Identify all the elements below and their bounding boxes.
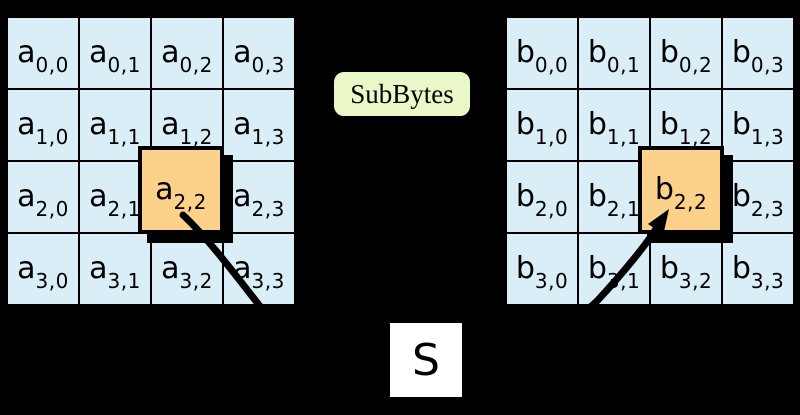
cell-subscript: 0,0: [534, 53, 569, 77]
cell-letter: b: [731, 251, 751, 286]
cell-letter: a: [17, 179, 36, 214]
subbytes-label: SubBytes: [332, 70, 472, 118]
cell-subscript: 3,1: [107, 269, 141, 293]
cell-letter: b: [731, 107, 751, 142]
subbytes-label-text: SubBytes: [350, 78, 454, 109]
cell-letter: a: [161, 35, 180, 70]
cell-subscript: 0,0: [35, 53, 69, 77]
cell-subscript: 1,3: [251, 125, 285, 149]
highlight-b-subscript: 2,2: [673, 190, 708, 214]
cell-letter: b: [587, 35, 607, 70]
cell-subscript: 3,2: [179, 269, 213, 293]
cell-letter: b: [659, 251, 679, 286]
cell-letter: b: [587, 179, 607, 214]
cell-subscript: 3,0: [35, 269, 69, 293]
cell-subscript: 3,2: [678, 269, 713, 293]
cell-letter: a: [17, 35, 36, 70]
cell-letter: b: [515, 179, 535, 214]
sbox: S: [390, 323, 462, 397]
cell-subscript: 2,0: [534, 197, 569, 221]
cell-letter: a: [89, 251, 108, 286]
cell-letter: b: [587, 251, 607, 286]
cell-letter: a: [89, 35, 108, 70]
cell-subscript: 0,3: [251, 53, 285, 77]
cell-subscript: 2,3: [251, 197, 285, 221]
cell-letter: a: [17, 107, 36, 142]
cell-letter: a: [233, 179, 252, 214]
cell-subscript: 0,1: [606, 53, 641, 77]
cell-letter: a: [17, 251, 36, 286]
cell-letter: a: [89, 107, 108, 142]
cell-letter: b: [731, 179, 751, 214]
highlight-a-letter: a: [155, 172, 174, 207]
cell-letter: b: [731, 35, 751, 70]
highlight-b-letter: b: [654, 172, 674, 207]
cell-letter: a: [161, 107, 180, 142]
cell-subscript: 1,2: [678, 125, 713, 149]
cell-letter: b: [587, 107, 607, 142]
cell-letter: a: [233, 107, 252, 142]
cell-letter: a: [233, 35, 252, 70]
cell-letter: b: [515, 107, 535, 142]
cell-subscript: 0,3: [750, 53, 785, 77]
cell-subscript: 0,2: [179, 53, 213, 77]
cell-subscript: 2,3: [750, 197, 785, 221]
cell-subscript: 1,2: [179, 125, 213, 149]
cell-subscript: 3,1: [606, 269, 641, 293]
cell-letter: b: [659, 107, 679, 142]
cell-subscript: 0,2: [678, 53, 713, 77]
cell-subscript: 0,1: [107, 53, 141, 77]
cell-letter: a: [161, 251, 180, 286]
cell-subscript: 2,0: [35, 197, 69, 221]
cell-subscript: 2,1: [107, 197, 141, 221]
cell-subscript: 1,0: [534, 125, 569, 149]
cell-letter: b: [515, 35, 535, 70]
cell-subscript: 1,1: [606, 125, 641, 149]
cell-subscript: 1,1: [107, 125, 141, 149]
cell-subscript: 1,3: [750, 125, 785, 149]
cell-letter: a: [233, 251, 252, 286]
cell-subscript: 1,0: [35, 125, 69, 149]
cell-letter: b: [659, 35, 679, 70]
cell-subscript: 3,0: [534, 269, 569, 293]
cell-subscript: 3,3: [251, 269, 285, 293]
cell-letter: b: [515, 251, 535, 286]
sbox-label: S: [412, 334, 440, 386]
cell-subscript: 2,1: [606, 197, 641, 221]
cell-letter: a: [89, 179, 108, 214]
highlight-a-subscript: 2,2: [173, 190, 207, 214]
cell-subscript: 3,3: [750, 269, 785, 293]
